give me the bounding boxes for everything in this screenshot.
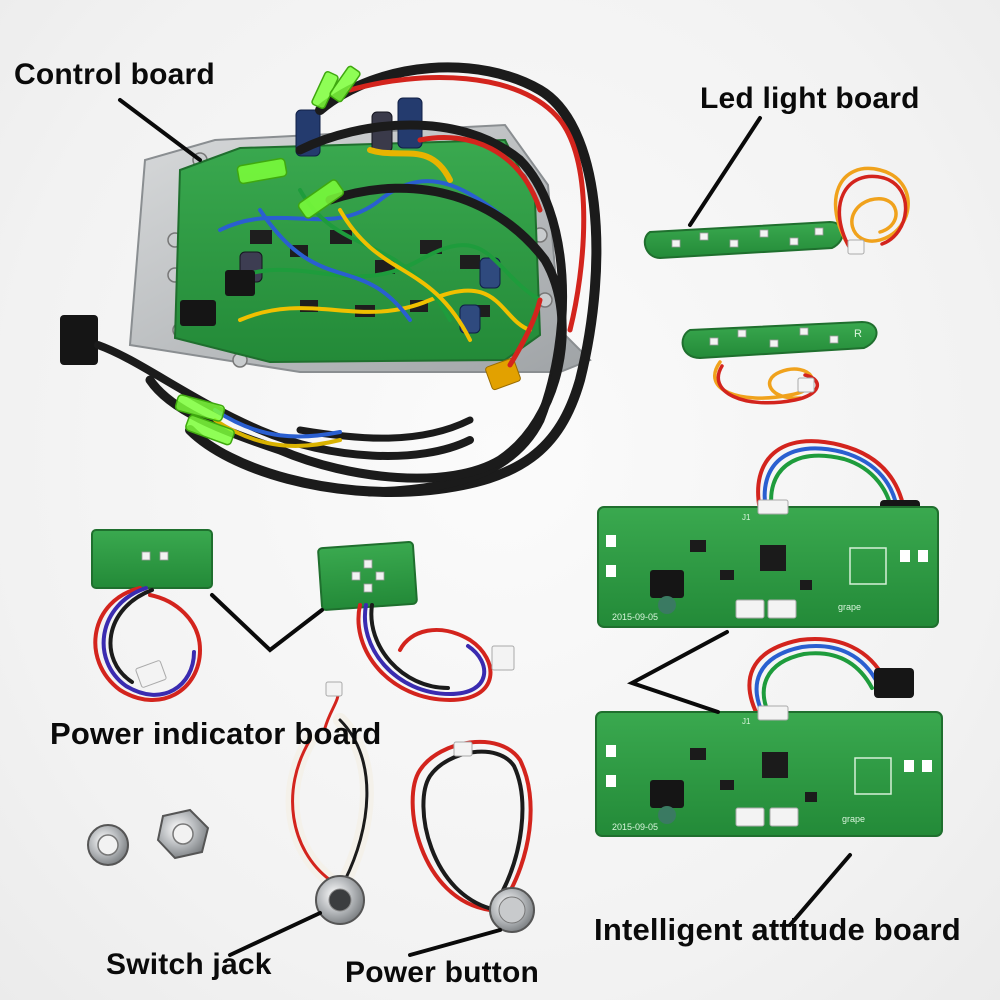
led-board-marking: R <box>854 328 862 340</box>
attitude-board-date-2: 2015-09-05 <box>612 822 658 832</box>
attitude-board-bottom: 2015-09-05 grape J1 <box>595 637 943 837</box>
hex-nut-right <box>156 808 210 860</box>
callout-lines <box>118 98 852 957</box>
control-board <box>60 62 602 497</box>
label-intelligent-attitude-board: Intelligent attitude board <box>594 912 961 947</box>
power-button <box>410 739 535 933</box>
attitude-board-top: 2015-09-05 grape J1 <box>597 439 939 628</box>
attitude-board-brand: grape <box>838 602 861 612</box>
label-power-button: Power button <box>345 956 540 989</box>
attitude-board-connector-mark-2: J1 <box>742 717 751 726</box>
led-light-board-bottom: R <box>681 320 878 405</box>
label-switch-jack: Switch jack <box>106 948 272 981</box>
power-indicator-board-left <box>91 529 213 702</box>
hex-nut-left <box>87 824 129 866</box>
attitude-board-brand-2: grape <box>842 814 865 824</box>
switch-jack <box>285 681 374 925</box>
led-light-board-top <box>643 166 910 260</box>
attitude-board-date: 2015-09-05 <box>612 612 658 622</box>
power-indicator-board-right <box>317 540 515 703</box>
label-power-indicator-board: Power indicator board <box>50 716 382 751</box>
attitude-board-connector-mark: J1 <box>742 513 751 522</box>
label-led-light-board: Led light board <box>700 82 920 115</box>
label-control-board: Control board <box>14 58 215 91</box>
